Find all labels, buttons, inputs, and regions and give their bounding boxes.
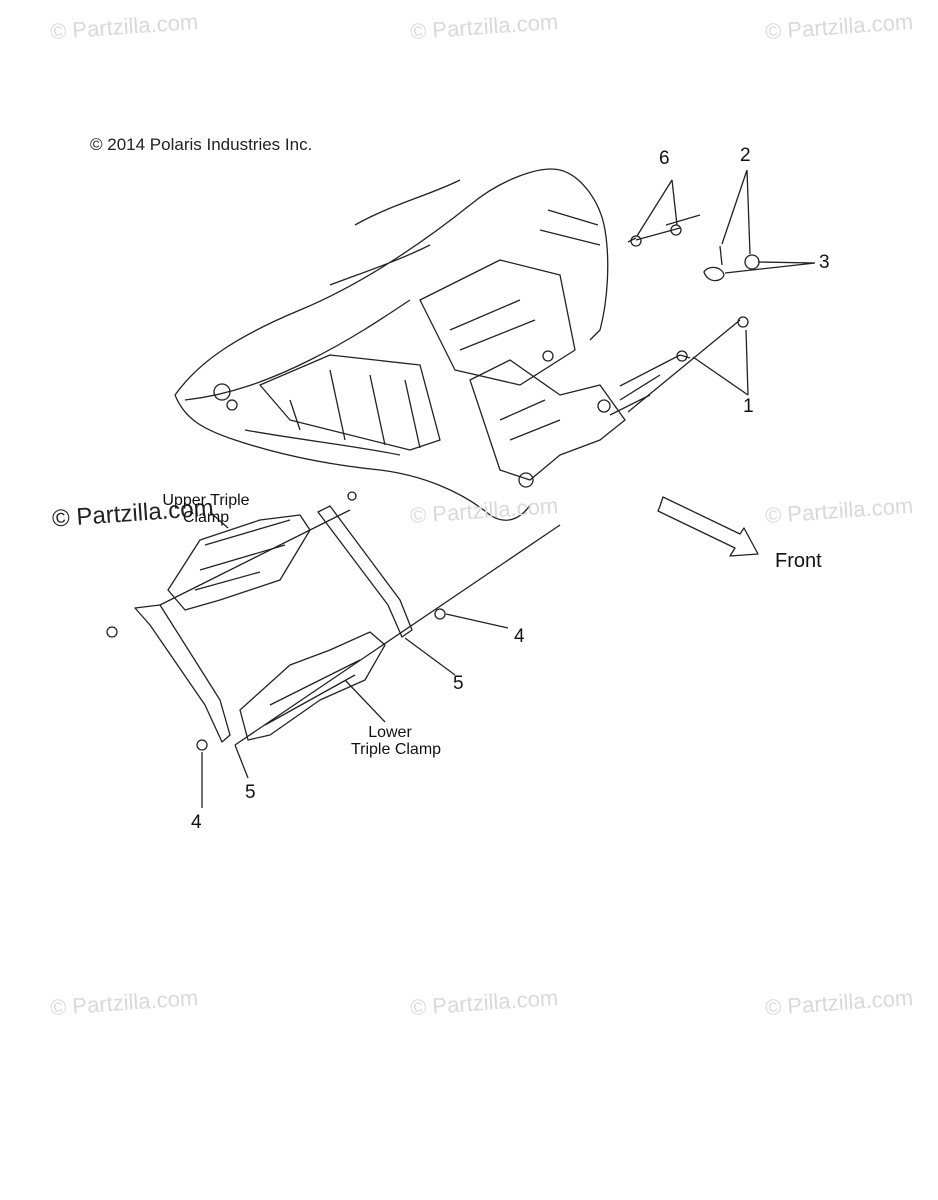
headlight-pod-assembly — [174, 168, 661, 521]
front-arrow-icon — [657, 496, 759, 557]
bracket-right-5 — [234, 505, 561, 746]
upper-triple-clamp — [167, 514, 311, 611]
callout-2: 2 — [740, 145, 751, 166]
label-triple-clamp: Triple Clamp — [350, 741, 442, 758]
callout-3: 3 — [819, 252, 830, 273]
bolt-6-pair — [627, 214, 701, 247]
callout-4: 4 — [191, 812, 202, 833]
callout-5: 5 — [245, 782, 256, 803]
callout-1: 1 — [743, 396, 754, 417]
label-upper-triple-clamp: Upper Triple Clamp — [162, 492, 250, 526]
screw-and-clip — [703, 245, 760, 282]
copyright-notice: © 2014 Polaris Industries Inc. — [90, 135, 313, 154]
callout-5: 5 — [453, 673, 464, 694]
lower-triple-clamp — [239, 631, 386, 741]
bolt-1-pair — [619, 316, 749, 413]
label-lower: Lower — [368, 724, 412, 741]
bracket-left-5 — [134, 509, 351, 743]
label-front: Front — [775, 550, 822, 572]
callout-6: 6 — [659, 148, 670, 169]
callout-4: 4 — [514, 626, 525, 647]
